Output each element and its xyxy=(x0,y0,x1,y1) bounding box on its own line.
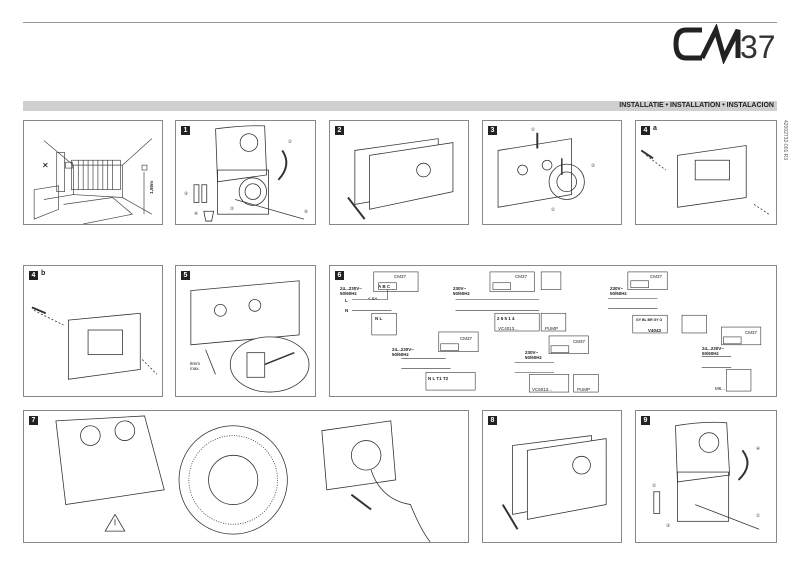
insert-batteries-illustration xyxy=(653,421,760,530)
pump-label-2: PUMP xyxy=(577,387,591,392)
boiler-terminals: N L xyxy=(375,316,383,321)
supply-label-4: 230V~ 50/60Hz xyxy=(525,350,542,360)
panel-step-2: 2 xyxy=(329,120,469,225)
svg-text:✕: ✕ xyxy=(42,161,49,170)
height-label: 1,50m xyxy=(149,181,154,194)
panel-step-8: 8 xyxy=(482,410,622,543)
valve-label-3: V4043 xyxy=(648,328,662,333)
terminal-labels: A B C xyxy=(378,284,391,289)
cm37-logo: 37 xyxy=(673,24,776,64)
strip-length-label: 8mm max. xyxy=(190,361,200,371)
supply-label-5: 230V~ 50/60Hz xyxy=(610,286,627,296)
callout-1: ① xyxy=(288,139,293,144)
svg-text:37: 37 xyxy=(740,29,776,64)
callout-1: ① xyxy=(756,513,761,518)
step-sub: a xyxy=(653,125,657,132)
panel-step-4a: 4 a xyxy=(635,120,777,225)
step-badge: 4 xyxy=(29,271,38,280)
callout-4: ④ xyxy=(756,446,761,451)
panel-room-placement: ✕ 1,50m xyxy=(23,120,163,225)
supply-label-6: 24...230V~ 50/60Hz xyxy=(702,346,724,356)
wall-mount-illustration xyxy=(31,306,158,380)
panel-step-6-wiring: 6 CM37 24...230V~ 50/60Hz A B C < 6A L N… xyxy=(329,265,777,397)
valve-label-2: VC6013... xyxy=(532,387,553,392)
step-badge: 8 xyxy=(488,416,497,425)
replace-cover-illustration xyxy=(501,435,607,530)
fuse-label: < 6A xyxy=(368,296,378,301)
panel-step-3: 3 ① ② ① xyxy=(482,120,622,225)
section-title: INSTALLATIE • INSTALLATION • INSTALACION xyxy=(619,102,774,109)
device-label-6: CM37 xyxy=(745,330,758,335)
line-label: L xyxy=(345,298,348,303)
callout-3: ③ xyxy=(184,191,189,196)
panel-step-9: 9 ① ② ③ ④ xyxy=(635,410,777,543)
insert-timer-illustration xyxy=(55,415,431,542)
mount-box-illustration xyxy=(640,145,769,215)
wiring-terminal-illustration xyxy=(190,280,310,393)
panel-step-4b: 4 b xyxy=(23,265,163,397)
supply-label-3: 24...230V~ 50/60Hz xyxy=(392,347,414,357)
callout-1b: ① xyxy=(551,207,556,212)
valve-label-1: VC4013... xyxy=(498,326,519,331)
valve-terminals: 2 6 5 1 4 xyxy=(497,316,515,321)
wiring-diagrams xyxy=(352,271,762,393)
remove-cover-illustration xyxy=(347,138,454,220)
pump-label: PUMP xyxy=(545,326,559,331)
step-badge: 7 xyxy=(29,416,38,425)
remove-timer-illustration xyxy=(497,132,585,208)
callout-3: ③ xyxy=(666,523,671,528)
boiler-terminals-2: N L T1 T2 xyxy=(428,376,449,381)
doc-code: 42002732-001 R3 xyxy=(782,120,788,161)
supply-label-2: 230V~ 50/60Hz xyxy=(453,286,470,296)
device-label: CM37 xyxy=(394,274,407,279)
section-title-band: INSTALLATIE • INSTALLATION • INSTALACION xyxy=(23,101,777,111)
step-badge: 2 xyxy=(335,126,344,135)
callout-4: ④ xyxy=(194,211,199,216)
step-sub: b xyxy=(41,270,46,277)
panel-step-7: 7 xyxy=(23,410,469,543)
panel-step-1: 1 ① ② ③ ④ ⑤ xyxy=(175,120,316,225)
step-badge: 4 xyxy=(641,126,650,135)
neutral-label: N xyxy=(345,308,349,313)
room-illustration: ✕ xyxy=(33,138,153,224)
callout-5: ⑤ xyxy=(304,209,309,214)
device-label-4: CM37 xyxy=(573,339,586,344)
step-badge: 1 xyxy=(181,126,190,135)
callout-2: ② xyxy=(230,206,235,211)
open-cover-illustration xyxy=(193,125,304,222)
step-badge: 9 xyxy=(641,416,650,425)
panel-step-5: 5 8mm max. xyxy=(175,265,316,397)
device-label-5: CM37 xyxy=(650,274,663,279)
callout-1: ① xyxy=(531,127,536,132)
supply-label: 24...230V~ 50/60Hz xyxy=(340,286,362,296)
callout-2: ② xyxy=(591,163,596,168)
v4043-terminals: GY BL BR GY O xyxy=(636,318,663,322)
top-rule xyxy=(23,22,777,23)
device-label-2: CM37 xyxy=(515,274,528,279)
step-badge: 6 xyxy=(335,271,344,280)
device-label-3: CM37 xyxy=(460,336,473,341)
callout-2: ② xyxy=(652,483,657,488)
motor-label: M6... xyxy=(715,386,726,391)
step-badge: 5 xyxy=(181,271,190,280)
step-badge: 3 xyxy=(488,126,497,135)
